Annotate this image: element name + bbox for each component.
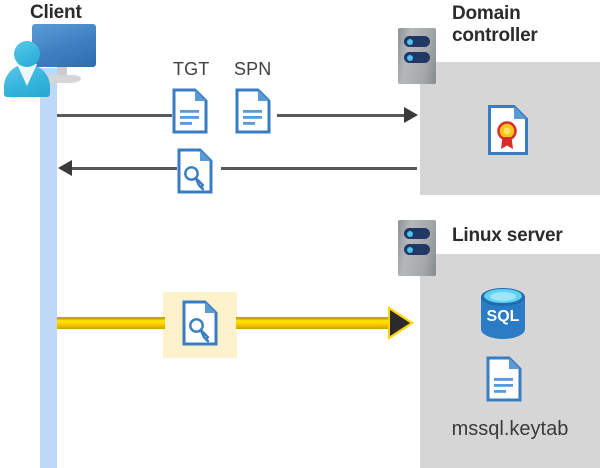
tgt-document-icon [172,88,208,134]
domain-controller-title-line1: Domain [452,3,521,24]
rack-bay-icon [404,228,430,239]
request-arrow-head [404,107,418,123]
domain-controller-server-rack-icon [398,28,436,84]
client-title: Client [30,2,82,23]
domain-controller-title-line2: controller [452,25,538,46]
person-head-icon [14,41,40,67]
rack-bay-icon [404,36,430,47]
svg-text:SQL: SQL [487,308,520,325]
ticket-arrow-head-inner [390,310,410,336]
linux-server-title: Linux server [452,225,563,246]
rack-bay-icon [404,244,430,255]
rack-led-icon [407,54,413,61]
ticket-arrow-segment-right [236,317,392,329]
response-arrow-segment-right [221,167,417,170]
certificate-document-icon [487,104,529,156]
rack-led-icon [407,230,413,237]
response-arrow-segment-left [72,167,177,170]
monitor-base-icon [44,75,81,83]
spn-label: SPN [234,59,272,79]
keytab-filename-label: mssql.keytab [451,418,569,440]
keytab-document-icon [486,356,522,402]
ticket-key-document-icon [177,148,213,194]
domain-controller-title: Domain controller [452,3,592,47]
client-workstation-icon [4,24,100,104]
client-lifeline [40,68,57,468]
request-arrow-segment-right [277,114,407,117]
ticket-arrow-segment-left [57,317,165,329]
rack-led-icon [407,38,413,45]
rack-led-icon [407,246,413,253]
sql-database-icon: SQL [479,285,527,341]
monitor-screen-icon [32,24,96,67]
rack-bay-icon [404,52,430,63]
response-arrow-head [58,160,72,176]
request-arrow-segment-left [57,114,172,117]
monitor-neck-icon [57,67,67,77]
tgt-label: TGT [173,59,210,79]
service-ticket-document-icon [182,300,218,346]
linux-server-rack-icon [398,220,436,276]
spn-document-icon [235,88,271,134]
person-collar-icon [17,64,37,86]
